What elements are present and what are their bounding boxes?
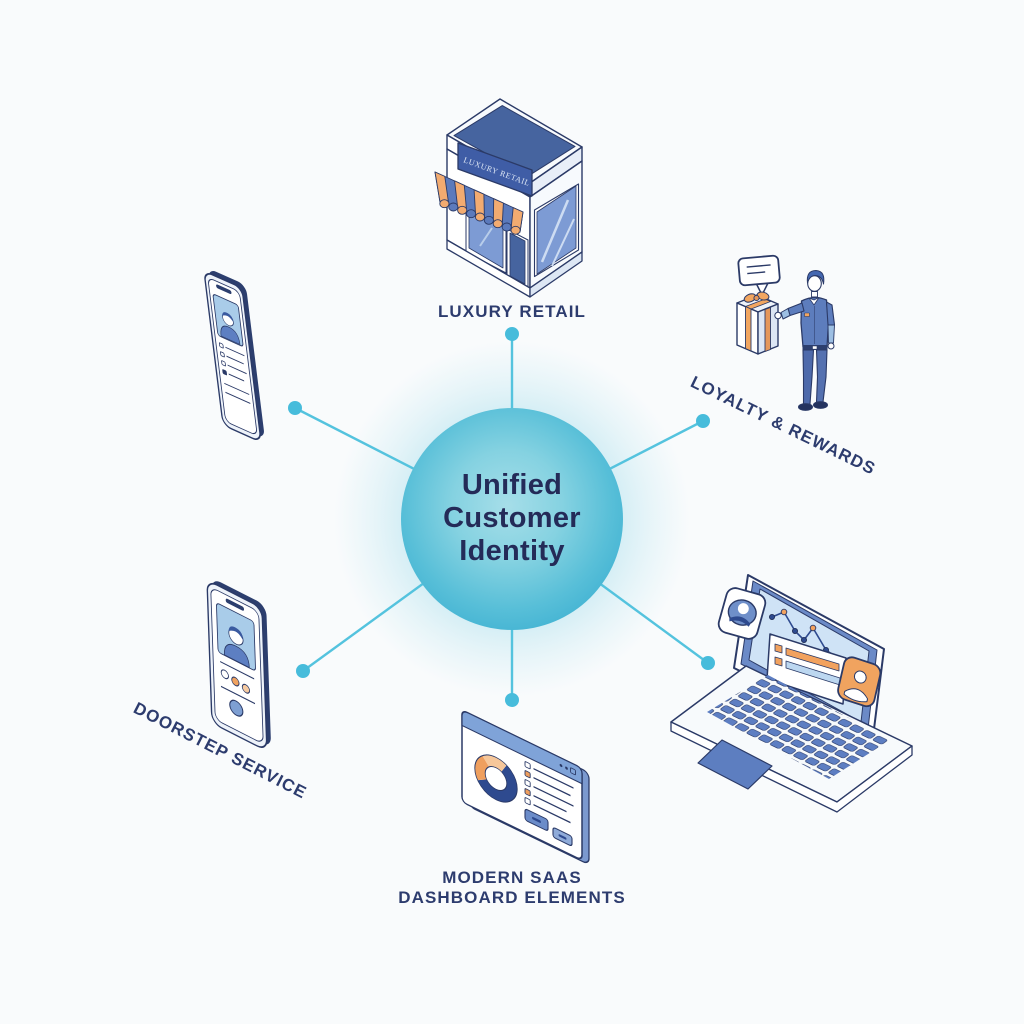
status-dot bbox=[220, 669, 229, 680]
title-bar bbox=[461, 711, 583, 785]
action-button-glyph bbox=[229, 699, 244, 717]
analytics-laptop-icon bbox=[670, 574, 913, 813]
form-card bbox=[766, 633, 847, 705]
hub-title: Unified Customer Identity bbox=[397, 469, 627, 568]
hub-title-line: Unified bbox=[461, 469, 563, 501]
phone-notch bbox=[216, 284, 232, 295]
profile-card bbox=[717, 587, 767, 640]
dashboard-window-icon bbox=[461, 711, 590, 864]
node-label-line: MODERN SAAS bbox=[442, 868, 582, 887]
profile-lines bbox=[218, 342, 251, 405]
connector-dot bbox=[505, 327, 519, 341]
status-dot bbox=[231, 676, 240, 687]
service-phone-icon bbox=[206, 581, 271, 748]
status-dot bbox=[241, 683, 251, 694]
connector-dot bbox=[505, 693, 519, 707]
awning bbox=[434, 171, 524, 235]
avatar bbox=[220, 312, 241, 346]
connector-dots bbox=[288, 327, 715, 707]
avatar bbox=[223, 626, 250, 669]
phone-side-button bbox=[264, 658, 267, 671]
connector-dot bbox=[288, 401, 302, 415]
trackpad bbox=[697, 739, 773, 790]
customer-card bbox=[837, 656, 882, 708]
hub-title-line: Customer bbox=[443, 502, 581, 534]
gift-box-icon bbox=[736, 291, 779, 355]
phone-side-button bbox=[249, 343, 253, 355]
roof-panel bbox=[453, 105, 576, 177]
person bbox=[774, 270, 836, 411]
hub-circle bbox=[401, 408, 623, 630]
connector-dot bbox=[701, 656, 715, 670]
node-label-saas-dashboard: MODERN SAAS DASHBOARD ELEMENTS bbox=[352, 868, 672, 908]
profile-phone-icon bbox=[204, 270, 264, 441]
node-label-luxury-retail: LUXURY RETAIL bbox=[437, 302, 587, 321]
connector-dot bbox=[696, 414, 710, 428]
hub-title-line: Identity bbox=[459, 535, 565, 567]
task-list bbox=[524, 761, 574, 824]
connector-dot bbox=[296, 664, 310, 678]
gift-person-icon bbox=[736, 254, 836, 411]
node-label-line: DASHBOARD ELEMENTS bbox=[398, 888, 626, 907]
storefront-icon: LUXURY RETAIL bbox=[434, 98, 583, 298]
phone-notch bbox=[225, 598, 245, 611]
shop-window bbox=[533, 183, 580, 278]
keyboard-keys bbox=[707, 675, 890, 779]
donut-chart bbox=[474, 754, 518, 803]
speech-bubble-icon bbox=[737, 254, 781, 296]
